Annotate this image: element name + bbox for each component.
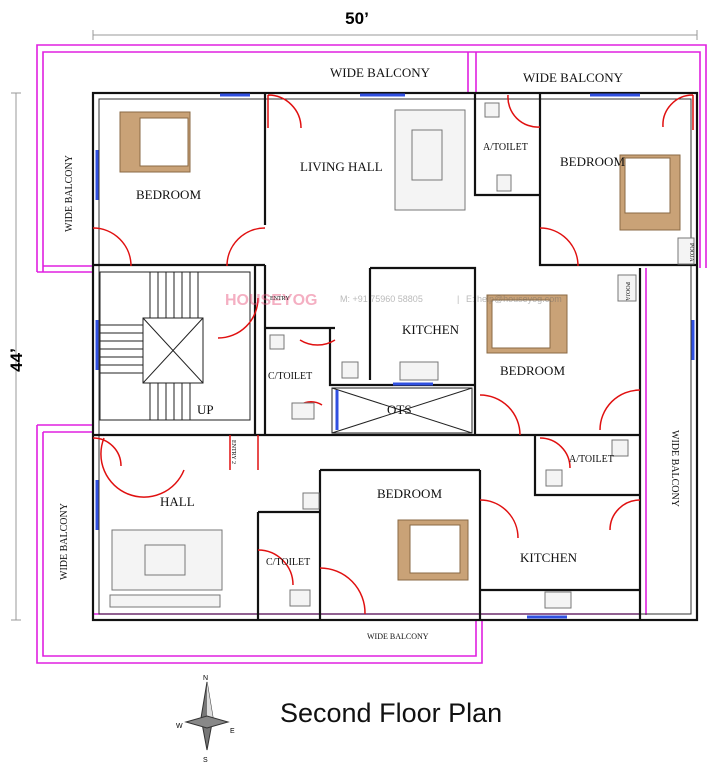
dimension-lines — [11, 30, 698, 621]
label-balcony-bottom: WIDE BALCONY — [367, 632, 429, 641]
toilet-icon — [269, 334, 315, 420]
compass-north: N — [203, 675, 208, 682]
width-dimension: 50’ — [345, 9, 369, 28]
compass-south: S — [203, 757, 208, 764]
toilet-icon — [545, 439, 629, 487]
compass-east: E — [230, 728, 235, 735]
toilet-icon — [484, 102, 512, 192]
depth-dimension: 44’ — [7, 348, 26, 372]
walls — [91, 91, 699, 622]
sofa-set-icon — [109, 529, 223, 608]
compass-west: W — [176, 723, 183, 730]
label-kitchen-1: KITCHEN — [402, 322, 460, 337]
label-balcony-right: WIDE BALCONY — [669, 430, 680, 507]
label-atoilet-2: A/TOILET — [569, 454, 614, 465]
label-bedroom-3: BEDROOM — [500, 363, 565, 378]
label-stairs-up: UP — [197, 402, 214, 417]
label-kitchen-2: KITCHEN — [520, 550, 578, 565]
watermark: HOUSEYOG M: +91 75960 58805 | E: help@ho… — [225, 292, 562, 309]
doors — [92, 94, 694, 615]
label-bedroom-1: BEDROOM — [136, 187, 201, 202]
label-entry-2: ENTRY 2 — [230, 440, 236, 464]
label-pooja-2: POOJA — [624, 282, 630, 301]
label-living-hall: LIVING HALL — [300, 159, 383, 174]
watermark-email: E: help@houseyog.com — [466, 294, 562, 304]
sofa-set-icon — [394, 109, 466, 211]
pooja-unit-icon — [617, 237, 695, 302]
bed-icon — [397, 519, 469, 581]
label-bedroom-2: BEDROOM — [560, 154, 625, 169]
label-atoilet-1: A/TOILET — [483, 142, 528, 153]
label-pooja-1: POOJA — [688, 243, 694, 262]
compass-icon: N S E W — [176, 675, 235, 764]
label-entry: ENTRY — [270, 296, 290, 302]
windows — [95, 93, 695, 619]
ots-void — [331, 387, 473, 434]
label-balcony-left-bottom: WIDE BALCONY — [59, 503, 70, 580]
watermark-brand: HOUSEYOG — [225, 292, 317, 309]
bed-icon — [619, 154, 681, 231]
plan-title: Second Floor Plan — [280, 698, 502, 728]
label-hall: HALL — [160, 494, 195, 509]
label-ctoilet-2: C/TOILET — [266, 557, 310, 568]
bed-icon — [486, 294, 568, 354]
label-balcony-top-right: WIDE BALCONY — [523, 70, 624, 85]
sink-icon — [341, 361, 572, 609]
label-ots: OTS — [387, 402, 412, 417]
toilet-icon — [289, 492, 320, 607]
label-balcony-left-top: WIDE BALCONY — [64, 155, 75, 232]
label-bedroom-4: BEDROOM — [377, 486, 442, 501]
label-balcony-top: WIDE BALCONY — [330, 65, 431, 80]
bed-icon — [119, 111, 191, 173]
label-ctoilet-1: C/TOILET — [268, 371, 312, 382]
watermark-phone: M: +91 75960 58805 — [340, 294, 423, 304]
staircase — [99, 271, 251, 421]
watermark-separator: | — [457, 294, 459, 304]
furniture — [109, 102, 695, 609]
